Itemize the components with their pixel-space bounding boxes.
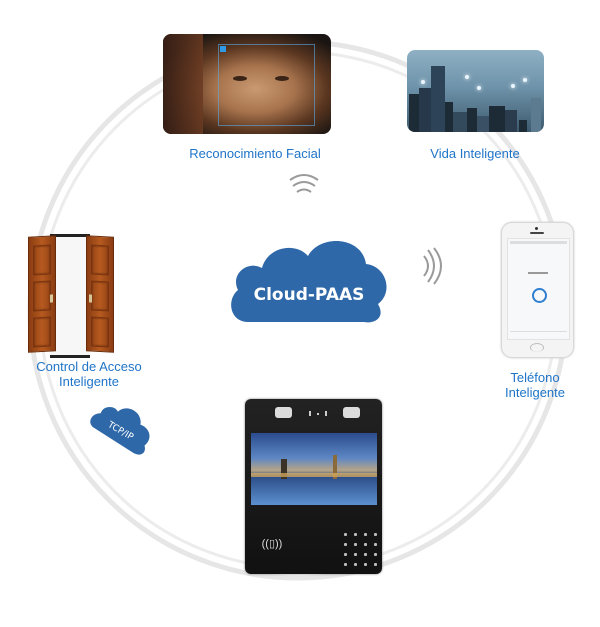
cloud-icon <box>90 407 150 455</box>
label-line-2: Inteligente <box>59 374 119 389</box>
cloud-icon <box>231 241 387 323</box>
wireless-signal-icon <box>289 174 319 193</box>
smart-city-image <box>407 50 544 132</box>
cloud-paas-label: Cloud-PAAS <box>254 285 365 305</box>
label-vida-inteligente: Vida Inteligente <box>430 146 520 161</box>
smartphone-image <box>501 222 574 358</box>
label-control-acceso: Control de Acceso Inteligente <box>14 359 164 389</box>
label-line-2: Inteligente <box>505 385 565 400</box>
label-line-1: Control de Acceso <box>36 359 142 374</box>
cloud-paas: Cloud-PAAS <box>231 241 387 323</box>
tcp-ip-cloud: TCP/IP <box>90 407 150 455</box>
door-image <box>28 232 114 358</box>
label-telefono: Teléfono Inteligente <box>480 370 590 400</box>
nfc-icon: ((▯)) <box>261 538 283 550</box>
label-reconocimiento-facial: Reconocimiento Facial <box>189 146 321 161</box>
label-line-1: Teléfono <box>510 370 560 385</box>
access-terminal-image: ((▯)) <box>245 399 382 574</box>
face-recognition-image <box>163 34 331 134</box>
wireless-signal-icon <box>423 247 442 285</box>
